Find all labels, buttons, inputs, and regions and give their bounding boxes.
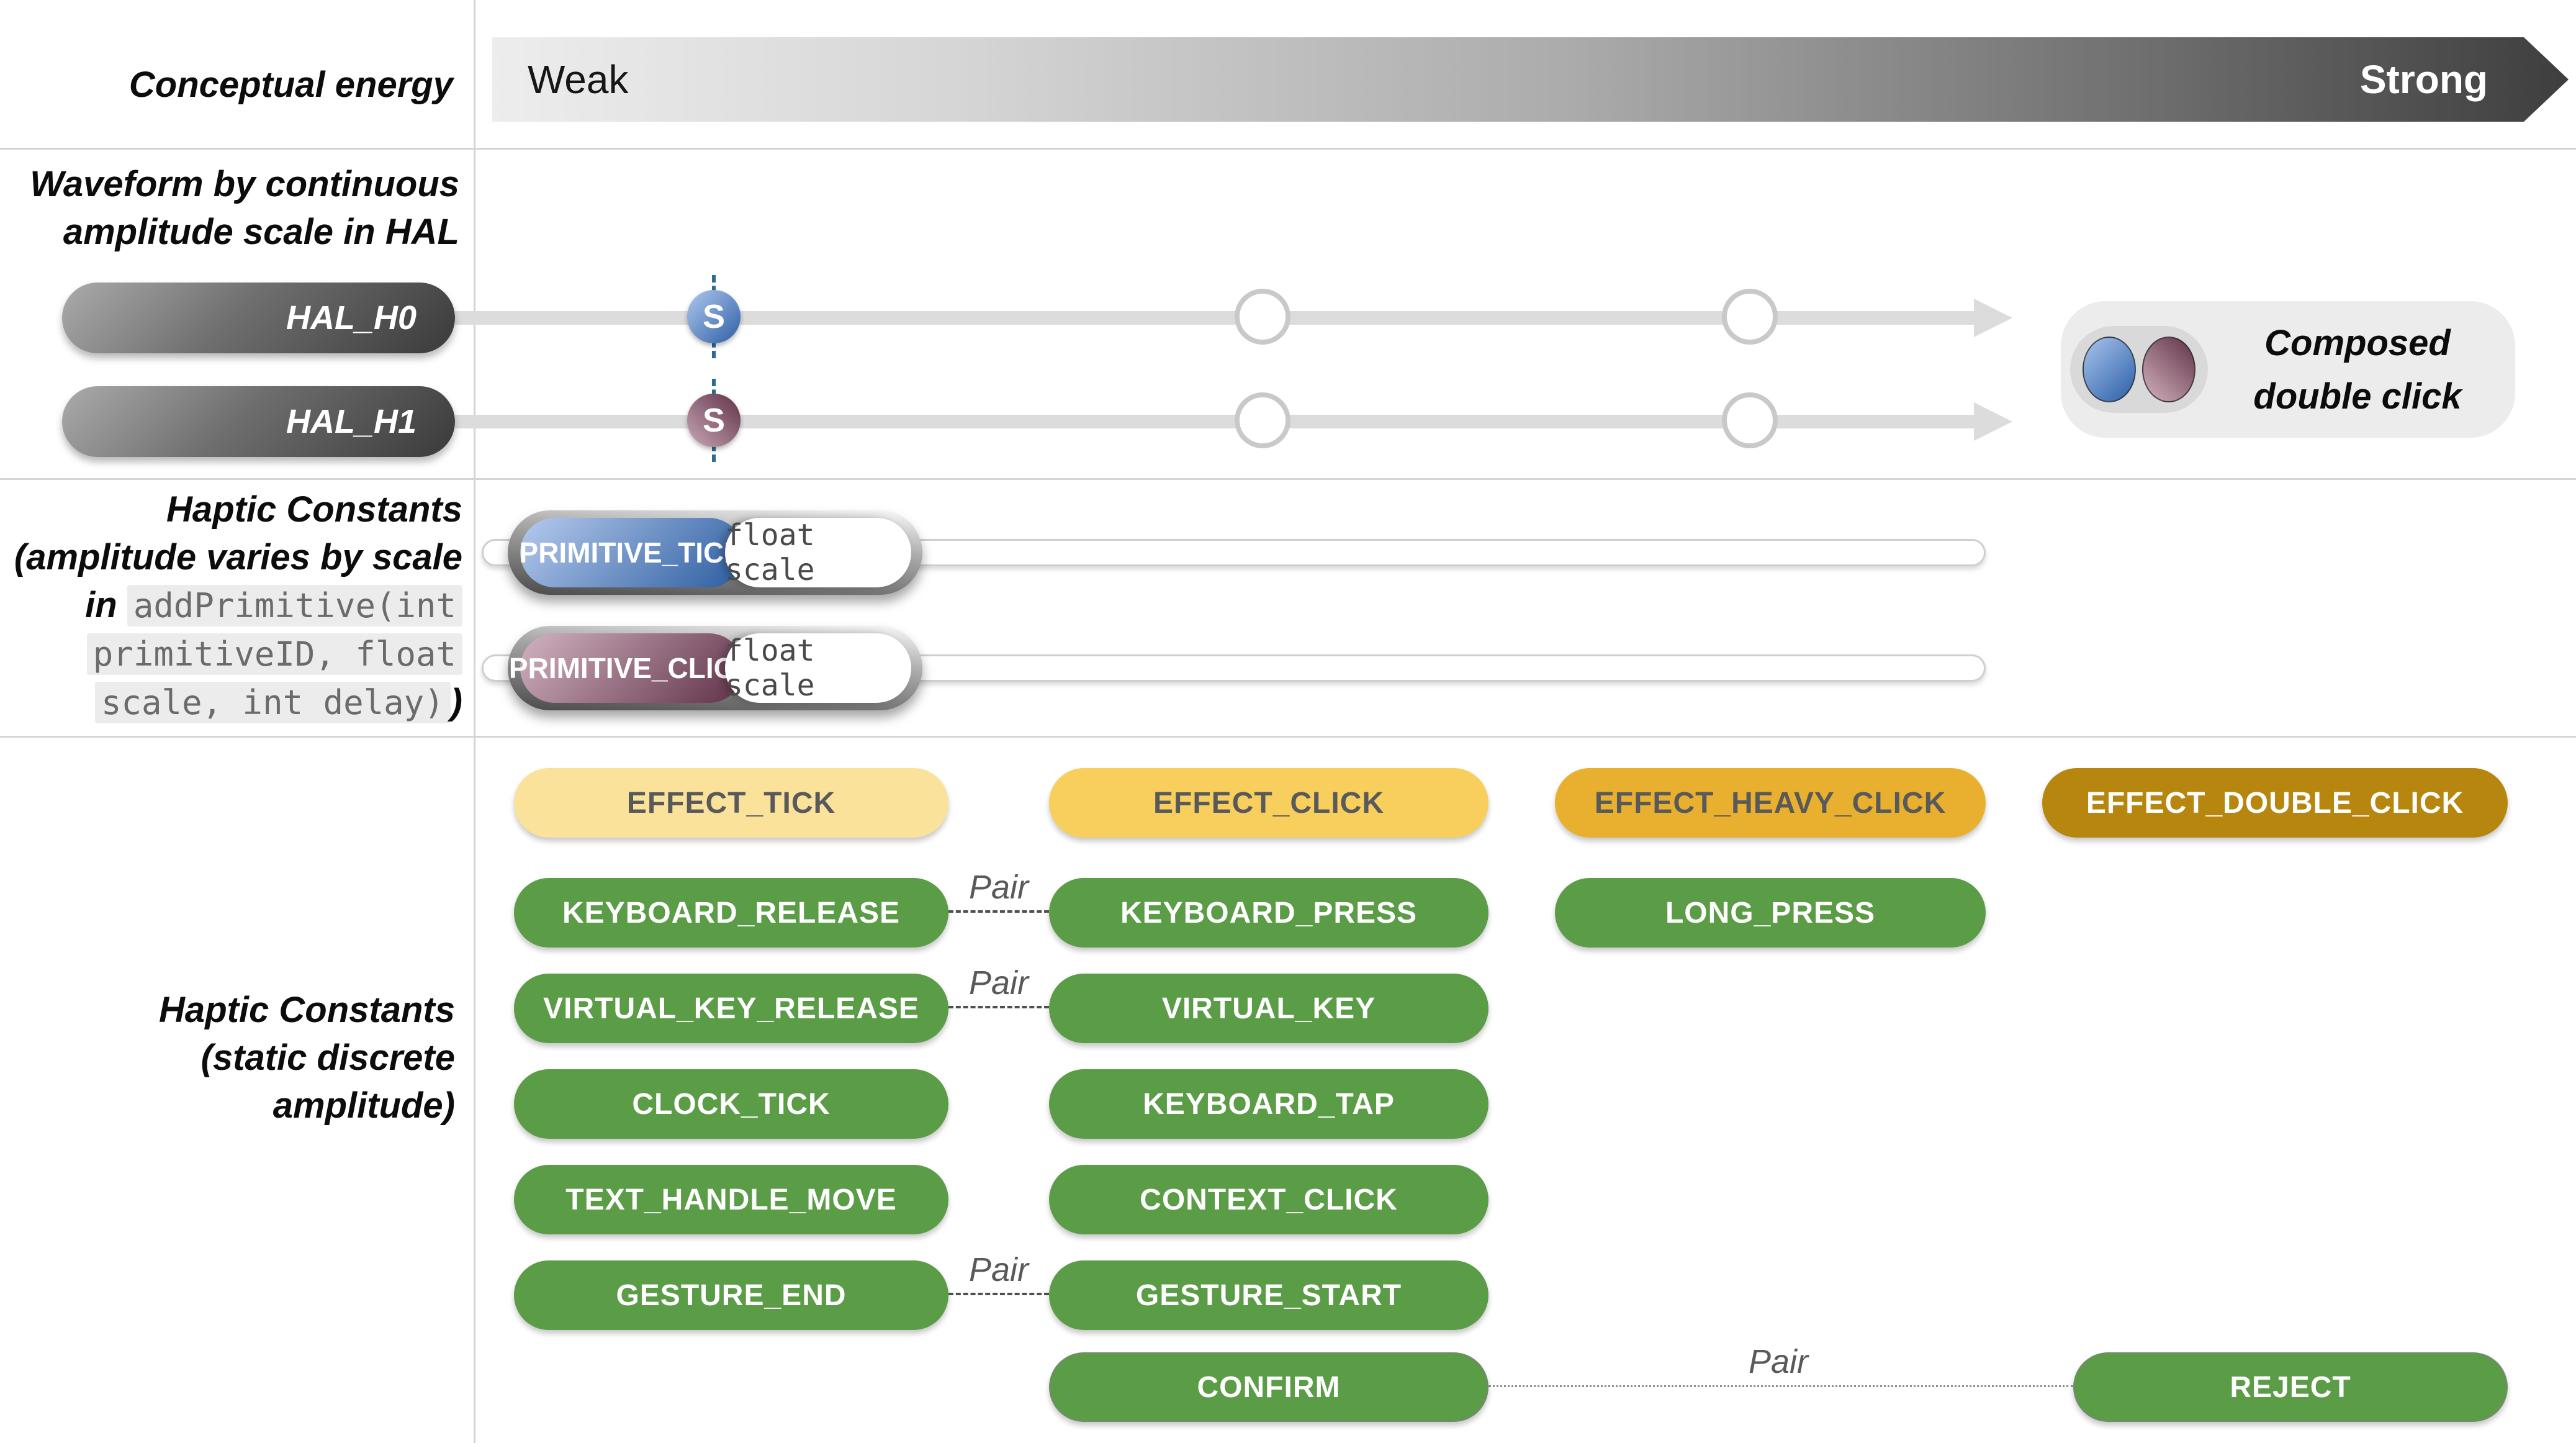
constant-keyboard-press: KEYBOARD_PRESS [1049,878,1488,948]
section-divider-2 [0,478,2576,480]
primitives-label-line5: scale, int delay)) [0,678,462,726]
primitive-tick-label: PRIMITIVE_TICK [520,518,744,587]
constant-reject: REJECT [2073,1352,2508,1422]
constant-keyboard-release: KEYBOARD_RELEASE [514,878,948,948]
constants-section-label: Haptic Constants (static discrete amplit… [0,986,455,1129]
constant-long-press: LONG_PRESS [1555,878,1986,948]
constant-clock-tick: CLOCK_TICK [514,1069,948,1139]
primitives-code-line2: primitiveID, float [86,633,462,675]
hal-h0-timeline [455,311,1974,325]
constant-text-handle-move: TEXT_HANDLE_MOVE [514,1165,948,1234]
constants-label-line2: (static discrete [200,1038,455,1078]
pair-label-virtual-key: Pair [968,964,1029,1002]
constant-gesture-start: GESTURE_START [1049,1260,1488,1330]
composed-label-line2: double click [2253,376,2462,417]
pair-line-gesture [948,1293,1049,1295]
weak-label: Weak [528,57,629,102]
constant-effect-click: EFFECT_CLICK [1049,768,1488,838]
composed-mauve-dot-icon [2142,337,2195,402]
hal-h1-slot-circle-2 [1722,392,1778,448]
pair-line-confirm-reject [1488,1385,2073,1387]
hal-h0-pill: HAL_H0 [62,283,455,353]
primitives-code-line3: scale, int delay) [94,682,451,723]
primitives-label-line4: primitiveID, float [0,630,462,678]
primitives-label-in: in [85,585,117,625]
section-divider-1 [0,148,2576,150]
composed-double-click-label: Composed double click [2216,317,2499,423]
primitive-click-label: PRIMITIVE_CLICK [509,633,755,703]
constants-label-line3: amplitude) [272,1085,455,1126]
column-divider [474,0,475,1443]
hal-h1-timeline-arrowhead-icon [1974,402,2012,441]
constant-context-click: CONTEXT_CLICK [1049,1165,1488,1234]
primitives-label-line2: (amplitude varies by scale [14,537,462,577]
hal-h0-slot-circle-1 [1235,289,1290,345]
composed-label-line1: Composed [2264,323,2451,363]
constant-gesture-end: GESTURE_END [514,1260,948,1330]
hal-h1-pill: HAL_H1 [62,386,455,457]
composed-double-click-badge: Composed double click [2061,301,2515,438]
waveform-section-label: Waveform by continuous amplitude scale i… [0,160,459,256]
constant-effect-tick: EFFECT_TICK [514,768,948,838]
primitives-label-line3: in addPrimitive(int [0,581,462,630]
composed-blue-dot-icon [2083,337,2136,402]
section-divider-3 [0,736,2576,738]
constants-label-line1: Haptic Constants [159,990,455,1030]
primitive-tick-slider-knob: PRIMITIVE_TICK float scale [508,510,922,595]
constant-effect-double-click: EFFECT_DOUBLE_CLICK [2042,768,2508,838]
strong-label: Strong [2359,57,2488,102]
primitives-label-line1: Haptic Constants [166,489,462,530]
constant-virtual-key-release: VIRTUAL_KEY_RELEASE [514,974,948,1043]
hal-h1-slot-circle-1 [1235,392,1290,448]
waveform-label-line1: Waveform by continuous [30,164,459,204]
pair-line-keyboard [948,910,1049,913]
primitive-click-slider-knob: PRIMITIVE_CLICK float scale [508,626,922,710]
pair-label-confirm-reject: Pair [1748,1343,1809,1380]
constant-keyboard-tap: KEYBOARD_TAP [1049,1069,1488,1139]
pair-label-gesture: Pair [968,1251,1029,1288]
pair-line-virtual-key [948,1006,1049,1008]
energy-gradient-arrow: Weak Strong [492,37,2569,122]
primitives-section-label: Haptic Constants (amplitude varies by sc… [0,486,462,726]
hal-h1-scale-marker: S [687,394,741,447]
composed-dots-holder [2070,326,2208,413]
primitives-code-line1: addPrimitive(int [127,585,462,627]
primitive-tick-param: float scale [725,518,911,587]
conceptual-energy-label: Conceptual energy [128,65,453,105]
pair-label-keyboard: Pair [968,869,1029,906]
hal-h0-timeline-arrowhead-icon [1974,299,2012,337]
hal-h0-scale-marker: S [687,290,741,343]
constant-confirm: CONFIRM [1049,1352,1488,1422]
constant-effect-heavy-click: EFFECT_HEAVY_CLICK [1555,768,1986,838]
hal-h1-timeline [455,415,1974,428]
primitives-close-paren: ) [450,682,462,722]
waveform-label-line2: amplitude scale in HAL [63,212,459,252]
constant-virtual-key: VIRTUAL_KEY [1049,974,1488,1043]
hal-h0-slot-circle-2 [1722,289,1778,345]
primitive-click-param: float scale [725,633,911,703]
